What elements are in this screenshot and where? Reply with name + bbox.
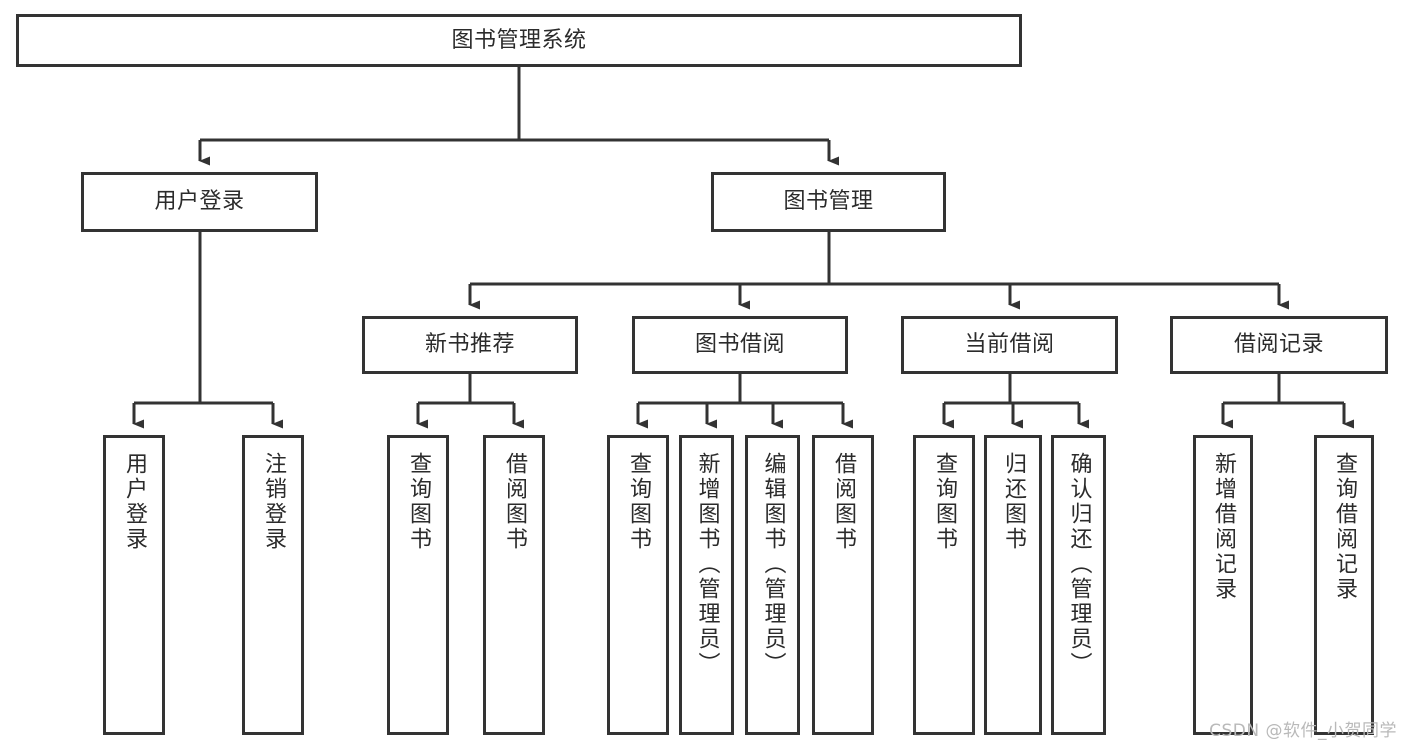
node-leaf-user-logout[interactable]: 注销登录: [242, 435, 304, 735]
node-label: 借阅图书: [831, 452, 856, 552]
node-label: 用户登录: [122, 452, 147, 552]
node-current-borrow[interactable]: 当前借阅: [901, 316, 1118, 374]
watermark-text: CSDN @软件_小贺同学: [1209, 721, 1397, 741]
node-leaf-add-record[interactable]: 新增借阅记录: [1193, 435, 1253, 735]
edges-group: [132, 67, 1354, 429]
node-leaf-add-book[interactable]: 新增图书（管理员）: [679, 435, 734, 735]
node-label: 借阅记录: [1233, 332, 1324, 358]
node-leaf-query-record[interactable]: 查询借阅记录: [1314, 435, 1374, 735]
node-label: 图书管理: [783, 189, 874, 215]
node-leaf-return-book[interactable]: 归还图书: [984, 435, 1042, 735]
node-book-borrow[interactable]: 图书借阅: [632, 316, 848, 374]
node-label: 查询图书: [932, 452, 957, 552]
node-leaf-query-book-1[interactable]: 查询图书: [387, 435, 449, 735]
node-label: 确认归还（管理员）: [1066, 452, 1092, 677]
node-label: 编辑图书（管理员）: [760, 452, 786, 677]
node-new-book-rec[interactable]: 新书推荐: [362, 316, 578, 374]
node-label: 归还图书: [1001, 452, 1026, 552]
node-leaf-borrow-book-1[interactable]: 借阅图书: [483, 435, 545, 735]
node-label: 图书管理系统: [451, 27, 587, 53]
node-label: 新书推荐: [424, 332, 515, 358]
node-leaf-query-book-3[interactable]: 查询图书: [913, 435, 975, 735]
node-leaf-edit-book[interactable]: 编辑图书（管理员）: [745, 435, 800, 735]
node-borrow-record[interactable]: 借阅记录: [1170, 316, 1388, 374]
node-leaf-user-login[interactable]: 用户登录: [103, 435, 165, 735]
node-label: 当前借阅: [964, 332, 1055, 358]
node-leaf-borrow-book-2[interactable]: 借阅图书: [812, 435, 874, 735]
node-label: 图书借阅: [694, 332, 785, 358]
node-leaf-query-book-2[interactable]: 查询图书: [607, 435, 669, 735]
node-root[interactable]: 图书管理系统: [16, 14, 1022, 67]
node-label: 新增图书（管理员）: [694, 452, 720, 677]
node-label: 查询借阅记录: [1332, 452, 1357, 602]
node-label: 查询图书: [626, 452, 651, 552]
node-label: 用户登录: [154, 189, 245, 215]
node-label: 新增借阅记录: [1211, 452, 1236, 602]
node-label: 借阅图书: [502, 452, 527, 552]
node-book-manage[interactable]: 图书管理: [711, 172, 946, 232]
node-label: 查询图书: [406, 452, 431, 552]
node-label: 注销登录: [261, 452, 286, 552]
node-leaf-confirm-return[interactable]: 确认归还（管理员）: [1051, 435, 1106, 735]
node-user-login[interactable]: 用户登录: [81, 172, 318, 232]
